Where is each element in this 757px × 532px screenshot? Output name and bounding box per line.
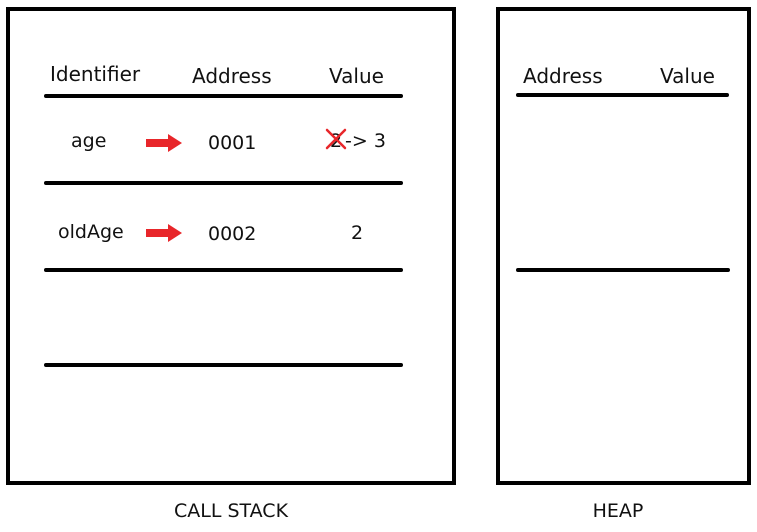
heap-header-value: Value [660, 64, 715, 88]
row-age-new-value: -> 3 [345, 130, 386, 152]
call-stack-panel [6, 7, 456, 485]
heap-header-divider [516, 93, 729, 97]
stack-row-divider-3 [44, 363, 403, 367]
heap-header-address: Address [523, 64, 603, 88]
call-stack-caption: CALL STACK [173, 500, 289, 522]
stack-header-identifier: Identifier [50, 62, 141, 86]
stack-row-divider-2 [44, 268, 403, 272]
row-oldage-address: 0002 [208, 223, 257, 245]
row-age-arrow-icon [146, 134, 182, 152]
row-oldage-value: 2 [351, 222, 364, 244]
row-oldage-arrow-icon [146, 224, 182, 242]
row-oldage-identifier: oldAge [58, 221, 124, 243]
row-age-identifier: age [71, 130, 107, 152]
stack-header-divider [44, 94, 403, 98]
heap-caption: HEAP [592, 500, 644, 522]
heap-panel [496, 7, 751, 485]
stack-header-address: Address [192, 64, 272, 88]
row-age-address: 0001 [208, 132, 257, 154]
stack-row-divider-1 [44, 181, 403, 185]
strike-through-x-icon [325, 128, 347, 150]
heap-row-divider-1 [516, 268, 730, 272]
stack-header-value: Value [329, 64, 384, 88]
